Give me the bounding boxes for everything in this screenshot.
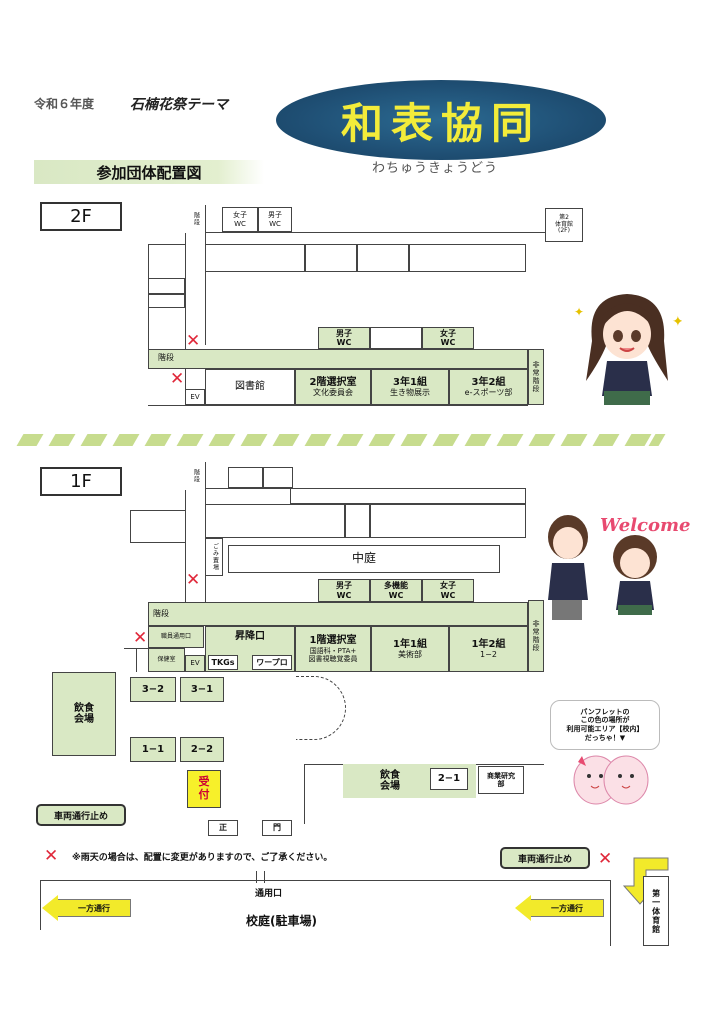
schoolyard-label: 校庭(駐車場) <box>246 914 317 928</box>
gym1-building: 第一体育館 <box>643 876 669 946</box>
library-2f: 図書館 <box>205 369 295 405</box>
room-2f-d <box>409 244 526 272</box>
one-way-right: 一方通行 <box>515 895 604 921</box>
pamphlet-note-bubble: パンフレットの この色の場所が 利用可能エリア【校内】 だっちゃ！▼ <box>550 700 660 750</box>
room-1f-b1 <box>205 504 345 538</box>
room-2f-c <box>357 244 409 272</box>
year-label: 令和６年度 <box>34 97 95 111</box>
no-vehicles-sign-right: 車両通行止め <box>500 847 590 869</box>
rain-note: ※雨天の場合は、配置に変更がありますので、ご了承ください。 <box>72 853 333 863</box>
svg-text:✦: ✦ <box>672 314 682 330</box>
svg-text:✦: ✦ <box>574 305 584 319</box>
booth-1-1: 1−1 <box>130 737 176 762</box>
commerce-club-booth: 商業研究部 <box>478 766 524 794</box>
one-way-left: 一方通行 <box>42 895 131 921</box>
room-1f-selected: 1階選択室 国語科・PTA+ 図書視聴覚委員 <box>295 626 371 672</box>
room-2f-left1 <box>148 278 185 294</box>
courtyard: 中庭 <box>228 545 500 573</box>
stairs-left-2f: 階段 <box>158 353 174 362</box>
wapro-booth: ワープロ <box>252 655 292 670</box>
food-area-right: 飲食会場 <box>358 766 422 796</box>
left-arrow-icon <box>515 895 531 921</box>
room-1f-top2 <box>263 467 293 488</box>
gate-right-pillar: 門 <box>262 820 292 836</box>
emergency-stairs-2f: 非常階段 <box>528 349 544 405</box>
room-1f-b2 <box>345 504 370 538</box>
room-3-1: 3年1組生き物展示 <box>371 369 449 405</box>
room-1-1: 1年1組美術部 <box>371 626 449 672</box>
floor1-label: 1F <box>40 467 122 496</box>
theme-oval: 和表協同 <box>276 80 606 160</box>
x-mark-2f-2: ✕ <box>170 369 185 389</box>
map-title-text: 参加団体配置図 <box>96 163 202 182</box>
service-entrance: 通用口 <box>255 889 283 899</box>
room-1f-top1 <box>228 467 263 488</box>
x-mark-1f-1: ✕ <box>186 570 201 590</box>
stairs-1f: 階段 <box>185 462 205 490</box>
room-1f-top3 <box>290 488 526 504</box>
room-2f-a <box>205 244 305 272</box>
staff-entrance: 職員通用口 <box>148 626 204 648</box>
x-mark-note: ✕ <box>44 846 59 866</box>
food-area-left: 飲食会場 <box>52 672 116 756</box>
booth-2-1: 2−1 <box>430 768 468 790</box>
tkgs-booth: TKGs <box>208 655 238 670</box>
ev-1f: EV <box>185 655 205 672</box>
stairs-left-1f: 階段 <box>153 609 169 618</box>
booth-3-2: 3−2 <box>130 677 176 702</box>
room-2f-left2 <box>148 294 185 308</box>
health-room: 保健室 <box>148 648 185 672</box>
corridor-2f <box>148 349 528 369</box>
x-mark-right: ✕ <box>598 849 613 869</box>
floor2-label: 2F <box>40 202 122 231</box>
corridor-1f <box>148 602 528 626</box>
room-2f-selected: 2階選択室文化委員会 <box>295 369 371 405</box>
mascot-illustration-icon <box>568 752 658 808</box>
svg-text:Welcome: Welcome <box>600 515 690 536</box>
couple-illustration-icon: Welcome <box>540 505 691 630</box>
theme-reading: わちゅうきょうどう <box>372 161 499 176</box>
reception-booth: 受付 <box>187 770 221 808</box>
booth-3-1: 3−1 <box>180 677 224 702</box>
stairs-2f: 階段 <box>185 205 205 233</box>
map-title: 参加団体配置図 <box>34 160 264 184</box>
room-1f-b3 <box>370 504 526 538</box>
left-arrow-icon <box>42 895 58 921</box>
emergency-stairs-1f: 非常階段 <box>528 600 544 672</box>
girl-illustration-icon: ✦✦ <box>572 286 684 416</box>
x-mark-2f-1: ✕ <box>186 331 201 351</box>
dashed-turn-path <box>296 676 346 740</box>
no-vehicles-sign-left: 車両通行止め <box>36 804 126 826</box>
garbage-area: ごみ置場 <box>205 538 223 576</box>
entrance-label: 昇降口 <box>235 631 265 642</box>
theme-title: 和表協同 <box>340 98 541 148</box>
booth-2-2: 2−2 <box>180 737 224 762</box>
gate-left-pillar: 正 <box>208 820 238 836</box>
room-2f-b <box>305 244 357 272</box>
room-2f-mid <box>370 327 422 349</box>
x-mark-1f-2: ✕ <box>133 628 148 648</box>
theme-label: 石楠花祭テーマ <box>130 97 228 113</box>
ev-2f: EV <box>185 389 205 405</box>
